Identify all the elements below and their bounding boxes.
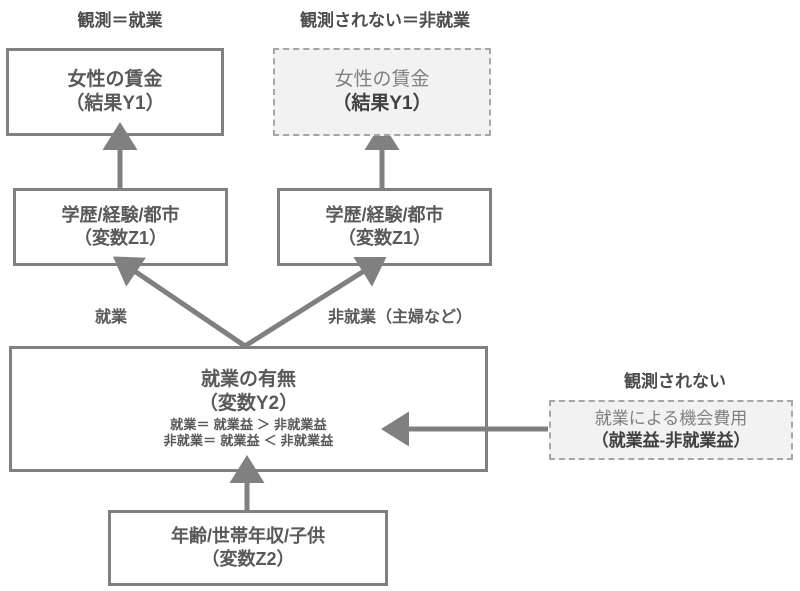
node-covariates-left-line1: 学歴/経験/都市 — [61, 204, 180, 225]
node-covariates-right-line2: （変数Z1） — [337, 228, 431, 248]
node-wage-unobserved[interactable]: 女性の賃金 （結果Y1） — [273, 48, 491, 136]
node-wage-unobserved-line1: 女性の賃金 — [334, 68, 430, 90]
edge-label-not-employed: 非就業（主婦など） — [328, 309, 473, 326]
node-opportunity-cost-line1: 就業による機会費用 — [594, 409, 748, 429]
caption-observed: 観測＝就業 — [77, 11, 163, 30]
node-wage-unobserved-line2: （結果Y1） — [332, 93, 432, 114]
arrow-employment-to-covariates-right — [243, 256, 387, 349]
node-employment-status[interactable]: 就業の有無 （変数Y2） 就業＝ 就業益 ＞ 非就業益 非就業＝ 就業益 ＜ 非… — [9, 346, 488, 472]
node-employment-status-line2: （変数Y2） — [198, 393, 299, 415]
node-covariates-left[interactable]: 学歴/経験/都市 （変数Z1） — [13, 188, 228, 266]
node-wage-observed[interactable]: 女性の賃金 （結果Y1） — [6, 48, 224, 136]
node-employment-status-line1: 就業の有無 — [200, 369, 296, 391]
node-household-line1: 年齢/世帯年収/子供 — [170, 525, 325, 546]
node-opportunity-cost-line2: （就業益-非就業益） — [591, 431, 751, 450]
node-employment-status-rule2: 非就業＝ 就業益 ＜ 非就業益 — [163, 433, 334, 449]
node-wage-observed-line1: 女性の賃金 — [67, 68, 163, 90]
caption-unobserved-top: 観測されない＝非就業 — [300, 11, 470, 30]
node-employment-status-rule1: 就業＝ 就業益 ＞ 非就業益 — [170, 416, 327, 432]
edge-label-employed: 就業 — [95, 309, 128, 326]
node-household[interactable]: 年齢/世帯年収/子供 （変数Z2） — [108, 510, 388, 586]
node-opportunity-cost[interactable]: 就業による機会費用 （就業益-非就業益） — [549, 400, 793, 460]
node-covariates-left-line2: （変数Z1） — [73, 228, 167, 248]
arrow-employment-to-covariates-left — [112, 256, 247, 349]
node-covariates-right[interactable]: 学歴/経験/都市 （変数Z1） — [277, 188, 492, 266]
node-covariates-right-line1: 学歴/経験/都市 — [325, 204, 444, 225]
node-wage-observed-line2: （結果Y1） — [65, 93, 165, 114]
caption-unobserved-right: 観測されない — [624, 372, 726, 391]
node-household-line2: （変数Z2） — [201, 549, 295, 569]
